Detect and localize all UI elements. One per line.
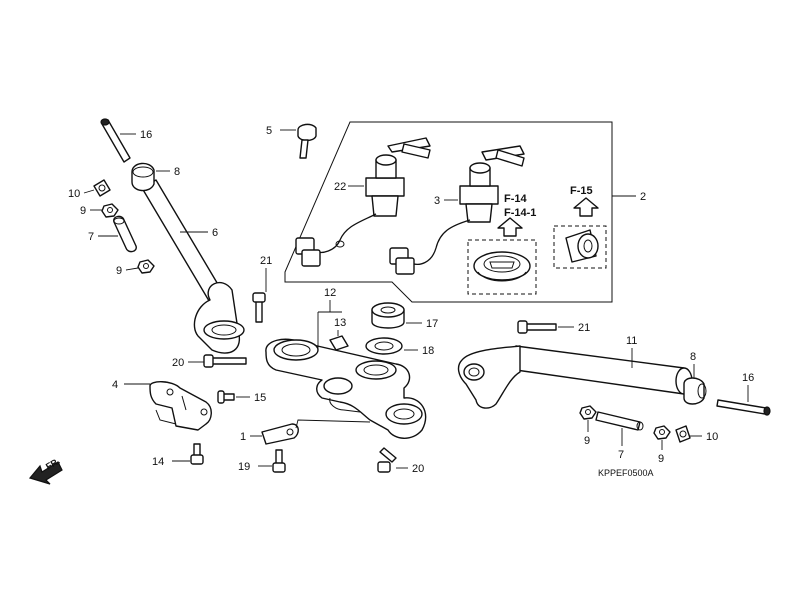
callout-11: 11 (626, 335, 637, 347)
callout-16-right: 16 (742, 372, 754, 384)
left-bar-end-weight (131, 162, 155, 192)
left-nut-lower (137, 259, 155, 274)
callout-18: 18 (422, 345, 434, 357)
leader-1-b (295, 419, 371, 429)
callout-10-left: 10 (68, 188, 80, 200)
ignition-switch-22 (295, 137, 431, 267)
right-bar-end-weight (683, 377, 707, 405)
reference-f15: F-15 (570, 185, 593, 197)
right-weight-rod (595, 411, 644, 431)
callout-1: 1 (240, 431, 246, 443)
callout-19: 19 (238, 461, 250, 473)
callout-21-left: 21 (260, 255, 272, 267)
front-direction-arrow (28, 461, 63, 485)
reference-f14: F-14 (504, 193, 528, 205)
callout-12: 12 (324, 287, 336, 299)
left-weight-rod (113, 215, 137, 253)
top-bridge-plate (329, 335, 349, 351)
callout-9-left-b: 9 (116, 265, 122, 277)
ignition-key (297, 123, 317, 159)
callout-9-right-a: 9 (584, 435, 590, 447)
ignition-switch-3 (389, 145, 525, 275)
callout-7-right: 7 (618, 449, 624, 461)
right-nut-a (579, 405, 597, 420)
arrow-f14 (497, 217, 523, 237)
leader-9-left-b (125, 267, 139, 271)
stem-nut (371, 302, 405, 329)
handle-bracket (149, 381, 212, 431)
callout-20-left: 20 (172, 357, 184, 369)
seat-lock-box (553, 225, 607, 269)
callout-6: 6 (212, 227, 218, 239)
callout-7-left: 7 (88, 231, 94, 243)
left-clip (93, 179, 111, 197)
callout-13: 13 (334, 317, 346, 329)
fuel-cap (473, 251, 531, 282)
right-handlebar (457, 345, 693, 409)
fuel-cap-box (467, 239, 537, 295)
callout-9-right-b: 9 (658, 453, 664, 465)
left-nut-upper (101, 203, 119, 218)
left-handlebar (141, 179, 245, 354)
leader-10-left (83, 189, 95, 194)
callout-14: 14 (152, 456, 164, 468)
callout-17: 17 (426, 318, 438, 330)
callout-5: 5 (266, 125, 272, 137)
callout-3: 3 (434, 195, 440, 207)
right-bolt (517, 320, 557, 334)
left-bolt-20 (203, 354, 247, 368)
callout-2: 2 (640, 191, 646, 203)
bridge-bracket (261, 423, 299, 445)
callout-9-left-a: 9 (80, 205, 86, 217)
right-end-screw (716, 399, 771, 416)
callout-21-right: 21 (578, 322, 590, 334)
callout-16-left: 16 (140, 129, 152, 141)
stem-washer (365, 337, 403, 355)
callout-8-right: 8 (690, 351, 696, 363)
bottom-bolt-20 (377, 447, 397, 473)
callout-4: 4 (112, 379, 118, 391)
callout-22: 22 (334, 181, 346, 193)
right-clip (675, 425, 691, 443)
reference-f14-1: F-14-1 (504, 207, 536, 219)
arrow-f15 (573, 197, 599, 217)
diagram-code: KPPEF0500A (598, 468, 654, 478)
seat-lock (565, 229, 599, 263)
bracket-bolt (272, 449, 286, 473)
left-end-screw (100, 118, 131, 163)
bracket-bolt-14 (190, 443, 204, 465)
right-nut-b (653, 425, 671, 440)
callout-20-bottom: 20 (412, 463, 424, 475)
callout-8-left: 8 (174, 166, 180, 178)
top-bridge (265, 338, 427, 439)
ignition-group-outline (284, 121, 613, 303)
bracket-bolt-15 (217, 390, 235, 404)
callout-15: 15 (254, 392, 266, 404)
callout-10-right: 10 (706, 431, 718, 443)
left-bolt (252, 292, 266, 323)
